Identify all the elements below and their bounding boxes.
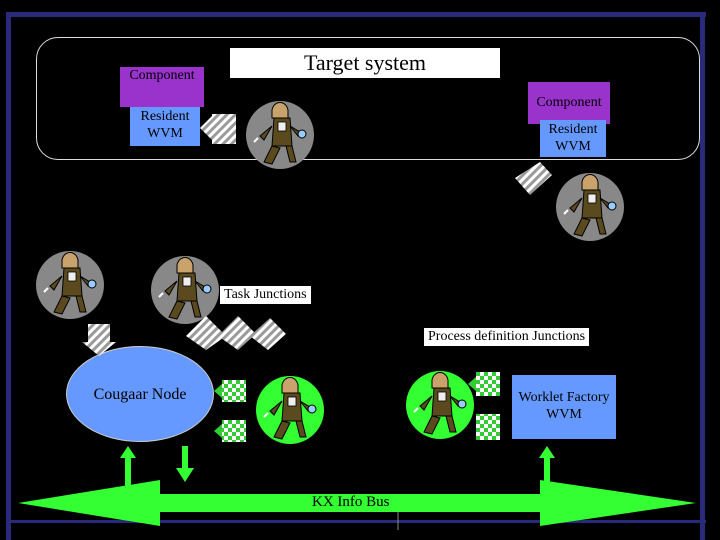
cougaar-node bbox=[66, 346, 214, 442]
frame-line-top bbox=[6, 12, 706, 17]
target-system-box bbox=[36, 37, 700, 160]
junction-arrow-green bbox=[214, 424, 222, 438]
resident-wvm-left: Resident WVM bbox=[130, 107, 200, 146]
junction-arrow-gray bbox=[186, 316, 226, 350]
junction-arrow-gray bbox=[212, 114, 236, 144]
component-label-right: Component bbox=[536, 95, 602, 110]
bus-link-arrow-up bbox=[120, 446, 136, 490]
kx-info-bus-label: KX Info Bus bbox=[312, 494, 390, 510]
kx-info-bus bbox=[18, 480, 696, 526]
junction-arrow-green bbox=[214, 384, 222, 398]
junction-arrow-green bbox=[222, 420, 246, 442]
junction-arrow-gray bbox=[515, 162, 552, 195]
bus-link-arrow-down bbox=[176, 446, 194, 482]
worklet-factory-wvm: Worklet Factory WVM bbox=[512, 375, 616, 439]
frame-line-bottom bbox=[6, 520, 706, 523]
junction-arrow-gray bbox=[218, 316, 256, 350]
component-box-left: Component bbox=[120, 67, 204, 107]
junction-arrow-gray bbox=[250, 318, 286, 350]
frame-line-left bbox=[6, 12, 11, 540]
junction-arrow-green bbox=[222, 380, 246, 402]
target-system-title: Target system bbox=[230, 48, 500, 78]
process-junctions-label: Process definition Junctions bbox=[424, 328, 590, 346]
cougaar-node-label: Cougaar Node bbox=[93, 386, 187, 403]
junction-arrow-gray bbox=[82, 324, 116, 356]
component-label-left: Component bbox=[129, 68, 195, 83]
bus-link-arrow-up bbox=[539, 446, 555, 490]
junction-arrow-green bbox=[476, 414, 500, 440]
junction-arrow-green bbox=[476, 372, 500, 396]
component-box-right: Component bbox=[528, 82, 610, 124]
task-junctions-label: Task Junctions bbox=[220, 286, 311, 304]
resident-wvm-right: Resident WVM bbox=[540, 120, 606, 157]
frame-line-right bbox=[700, 12, 705, 540]
junction-arrow-green bbox=[468, 377, 476, 391]
